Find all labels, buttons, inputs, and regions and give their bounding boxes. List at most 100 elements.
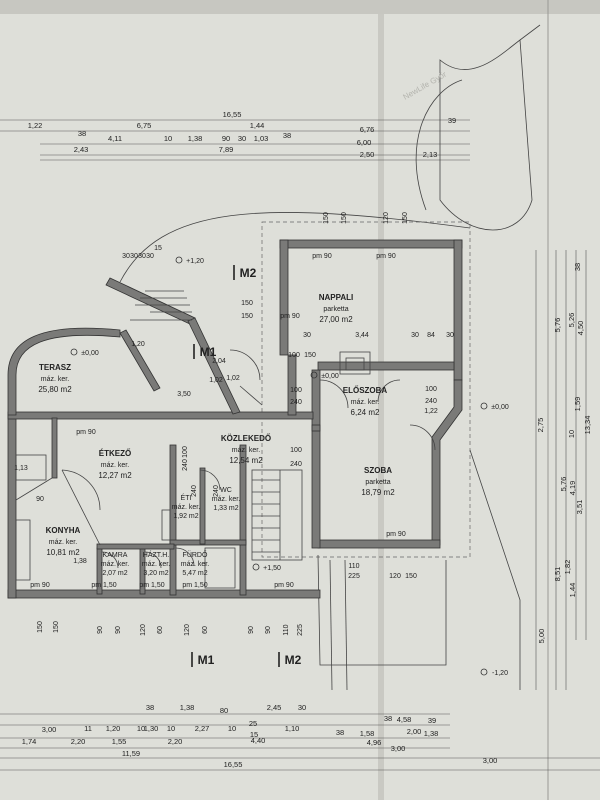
dimension-label: 3,50 — [177, 391, 191, 398]
dimension-label: 2,04 — [212, 358, 226, 365]
window-label: pm 90 — [76, 429, 96, 436]
level-icon — [70, 348, 78, 356]
fixtures — [15, 351, 371, 589]
room-area: 2,07 m2 — [102, 570, 127, 577]
room-floor: parketta — [323, 306, 348, 313]
room-name: TERASZ — [39, 363, 71, 372]
dimension-label: 150 — [53, 621, 60, 633]
dimension-label: 1,10 — [285, 724, 300, 733]
dimension-label: 100 — [425, 386, 437, 393]
level-value: -1,20 — [492, 670, 508, 677]
room-name: WC — [220, 487, 232, 494]
room-name: KÖZLEKEDŐ — [221, 434, 271, 443]
dimension-label: 90 — [115, 626, 122, 634]
dimension-label: 2,75 — [536, 418, 545, 433]
dimension-label: 38 — [283, 131, 291, 140]
dimension-label: 4,58 — [397, 715, 412, 724]
window-label: pm 90 — [386, 531, 406, 538]
dimension-label: 120 — [389, 573, 401, 580]
dimension-label: 6,75 — [137, 121, 152, 130]
section-mark: M2 — [278, 652, 302, 667]
dimension-label: 240 — [290, 399, 302, 406]
dimension-label: 38 — [336, 728, 344, 737]
dimension-label: 38 — [78, 129, 86, 138]
dimension-label: 30 — [411, 332, 419, 339]
dimension-label: 30 — [446, 332, 454, 339]
room-floor: máz. ker. — [142, 561, 170, 568]
dimension-label: 225 — [348, 573, 360, 580]
dimension-label: 1,38 — [180, 703, 195, 712]
dimension-label: 6,76 — [360, 125, 375, 134]
dimension-label: 2,13 — [423, 150, 438, 159]
dimension-label: 150 — [341, 212, 348, 224]
room-floor: máz. ker. — [49, 539, 77, 546]
dimension-label: 3,00 — [391, 744, 406, 753]
level-mark: -1,20 — [480, 668, 508, 677]
dimension-label: 3,44 — [355, 332, 369, 339]
dimension-label: 39 — [448, 116, 456, 125]
dimension-label: 1,38 — [73, 558, 87, 565]
window-label: pm 1,50 — [182, 582, 207, 589]
bottom-dimension-lines — [0, 713, 600, 771]
dimension-label: 1,30 — [144, 724, 159, 733]
dimension-label: 1,20 — [131, 341, 145, 348]
level-mark: ±0,00 — [480, 402, 509, 411]
dimension-label: 4,19 — [568, 481, 577, 496]
section-mark: M2 — [233, 265, 257, 280]
level-icon — [310, 371, 318, 379]
section-mark: M1 — [191, 652, 215, 667]
dimension-label: 1,82 — [563, 560, 572, 575]
dimension-label: 38 — [573, 263, 582, 271]
room-floor: máz. ker. — [101, 561, 129, 568]
room-floor: máz. ker. — [181, 561, 209, 568]
dimension-label: 10 — [167, 724, 175, 733]
dimension-label: 5,76 — [559, 477, 568, 492]
room-area: 6,24 m2 — [351, 408, 380, 417]
level-icon — [175, 256, 183, 264]
window-label: pm 90 — [376, 253, 396, 260]
room-floor: máz. ker. — [212, 496, 240, 503]
dimension-label: 150 — [323, 212, 330, 224]
room-area: 12,54 m2 — [229, 456, 263, 465]
window-label: pm 90 — [312, 253, 332, 260]
room-floor: máz. ker. — [232, 447, 260, 454]
dimension-label: 120 — [383, 212, 390, 224]
level-icon — [252, 563, 260, 571]
dimension-label: 2,43 — [74, 145, 89, 154]
dimension-label: 30 — [122, 253, 130, 260]
paper-top-shadow — [0, 0, 600, 14]
dimension-label: 11 — [84, 724, 92, 733]
dimension-label: 2,20 — [71, 737, 86, 746]
dimension-label: 150 — [402, 212, 409, 224]
level-value: +1,20 — [186, 258, 204, 265]
dimension-label: 5,76 — [553, 318, 562, 333]
level-icon — [480, 668, 488, 676]
dimension-label: 38 — [384, 714, 392, 723]
dimension-label: 1,44 — [568, 583, 577, 598]
room-name: HÁZT.H. — [143, 550, 170, 559]
room-area: 18,79 m2 — [361, 488, 395, 497]
room-area: 1,92 m2 — [173, 513, 198, 520]
dimension-label: 1,44 — [250, 121, 265, 130]
dimension-label: 1,02 — [226, 375, 240, 382]
dimension-label: 2,27 — [195, 724, 210, 733]
section-label: M2 — [285, 653, 302, 667]
room-area: 10,81 m2 — [46, 548, 80, 557]
section-mark: M1 — [193, 344, 217, 359]
dimension-label: 60 — [157, 626, 164, 634]
dimension-label: 240 — [213, 485, 220, 497]
dimension-label: 1,74 — [22, 737, 37, 746]
dimension-label: 90 — [36, 496, 44, 503]
dimension-label: 150 — [241, 300, 253, 307]
dimension-label: 25 — [249, 719, 257, 728]
dimension-label: 90 — [222, 134, 230, 143]
dimension-label: 150 — [405, 573, 417, 580]
dimension-label: 1,55 — [112, 737, 127, 746]
